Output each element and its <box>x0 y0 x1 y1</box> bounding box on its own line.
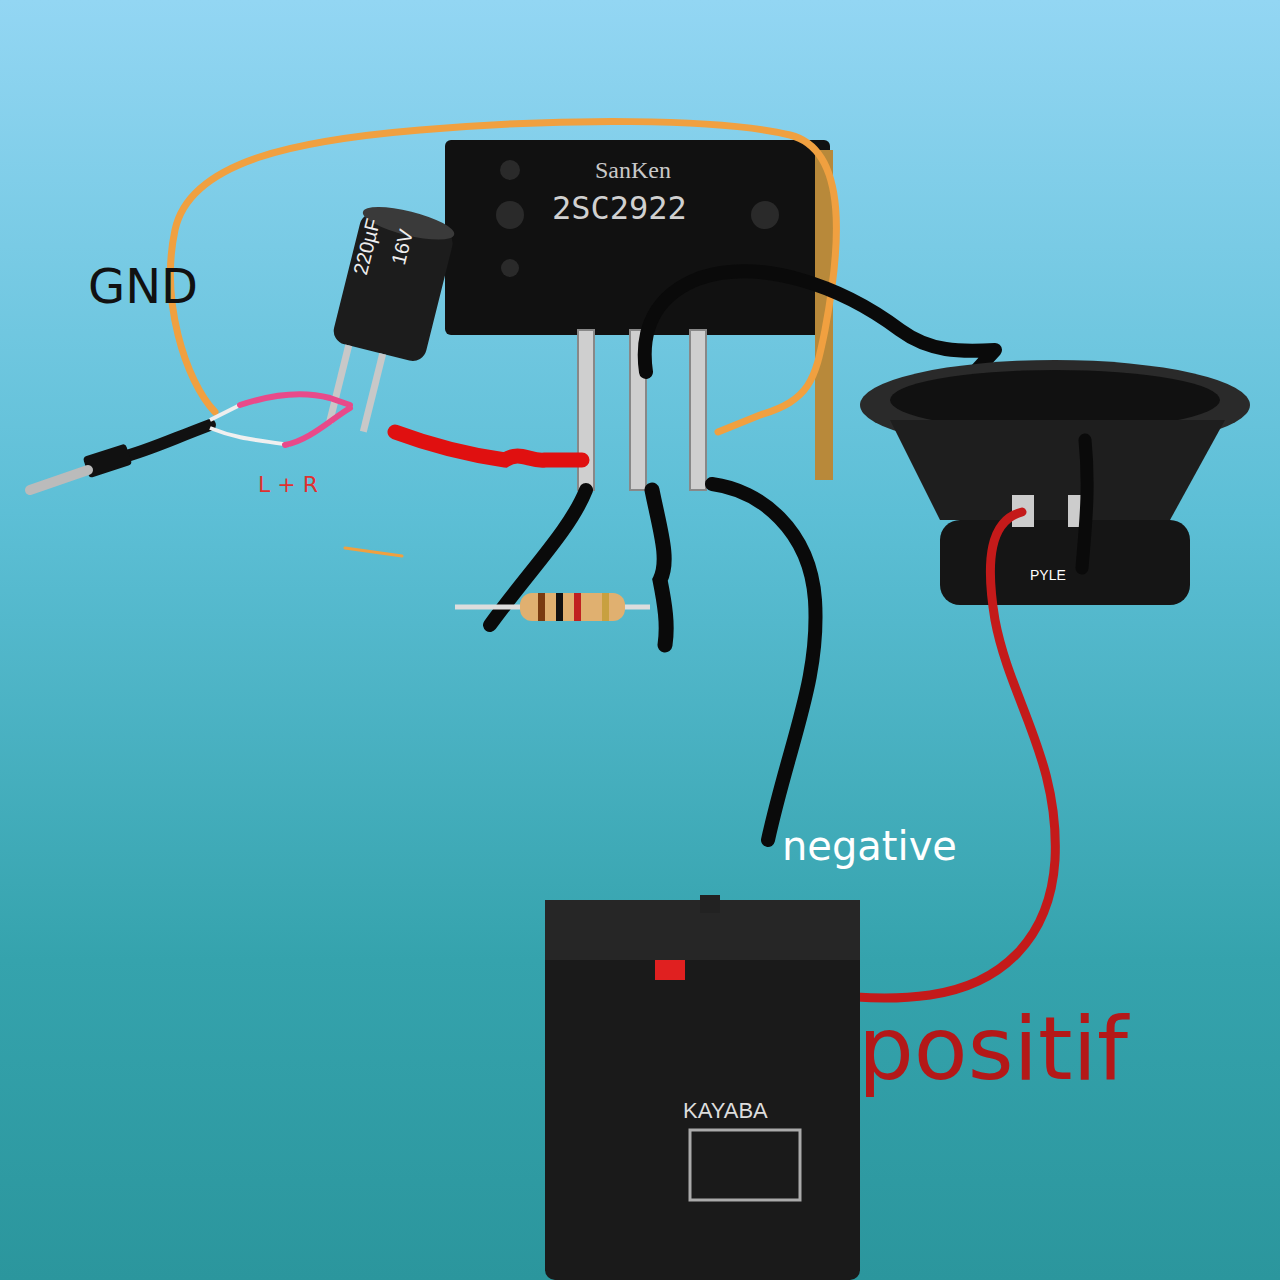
terminal-label: positif <box>858 1005 1128 1093</box>
speaker <box>860 360 1250 605</box>
battery <box>545 895 860 1280</box>
input-wire <box>395 432 582 460</box>
gnd-label: GND <box>88 262 198 310</box>
part-number: 2SC2922 <box>552 192 687 224</box>
brand-label: KAYABA <box>683 1100 768 1122</box>
negative-wire <box>712 484 816 840</box>
capacitor <box>311 200 458 441</box>
brand-label: SanKen <box>595 158 671 182</box>
middle-pin-wire <box>652 490 666 645</box>
signal-label: L + R <box>258 474 318 496</box>
terminal-label: negative <box>782 826 957 866</box>
transistor-2sc2922 <box>445 140 833 490</box>
brand-label: PYLE <box>1030 568 1066 582</box>
orange-stroke <box>345 548 402 556</box>
resistor <box>455 593 650 621</box>
voltage-rating: 16V <box>388 227 416 266</box>
speaker-negative-wire <box>1082 440 1087 568</box>
capacitance-rating: 220µF <box>350 217 383 277</box>
